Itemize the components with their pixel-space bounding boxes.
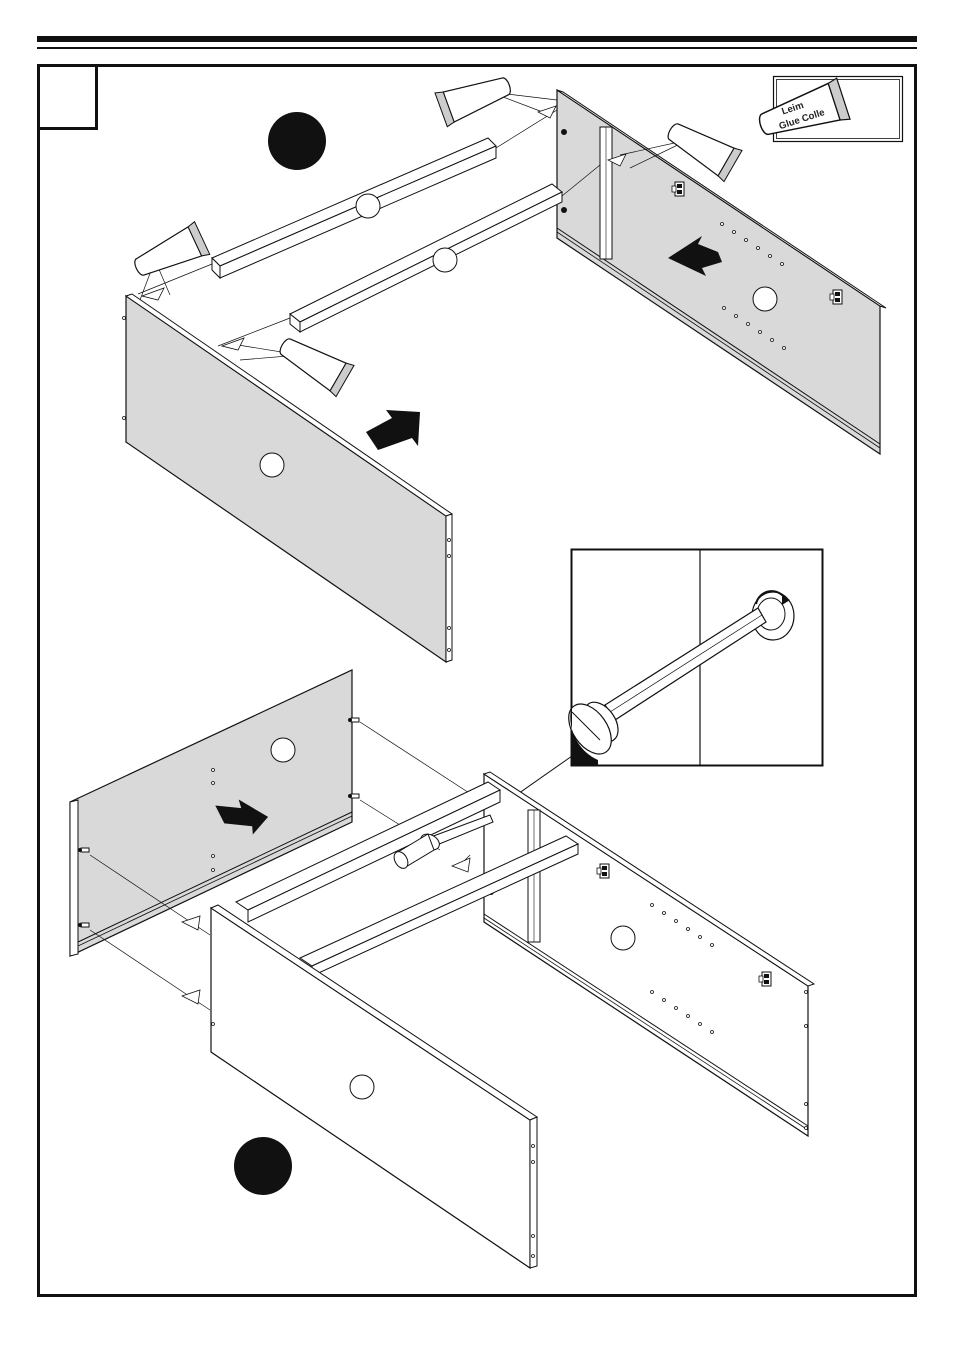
step-a-marker [268,112,326,170]
part-circle [432,247,458,273]
cam-dowel-icon [347,793,360,799]
bottom-back-panel [69,669,360,957]
part-circle [752,286,778,312]
step-number-box [37,64,98,130]
top-back-rail [211,137,497,280]
push-arrow-icon [668,236,722,276]
header-rule-thick [37,36,917,42]
bottom-back-rail [234,781,502,923]
part-circle [355,193,381,219]
glue-legend: Leim Glue Colle [753,75,904,147]
push-arrow-icon [215,799,269,835]
cam-dowel-icon [347,717,360,723]
part-circle [610,925,636,951]
detail-inset [568,548,824,767]
bottom-right-side-panel [482,771,816,1138]
glue-tube-icon [272,328,355,398]
push-arrow-icon [366,410,420,450]
bottom-front-rail [298,835,580,977]
glue-tube-icon [434,67,517,128]
cam-dowel-icon [77,847,90,853]
top-left-side-panel [122,293,454,664]
glue-tube-icon [128,221,211,286]
step-b-marker [234,1137,292,1195]
part-circle [349,1074,375,1100]
part-circle [259,452,285,478]
top-front-rail [289,183,563,334]
step-frame [37,64,917,1297]
cam-dowel-icon [77,922,90,928]
header-rule-thin [37,47,917,49]
screwdriver-icon [393,814,494,869]
bottom-left-side-panel [209,904,539,1270]
part-circle [270,737,296,763]
